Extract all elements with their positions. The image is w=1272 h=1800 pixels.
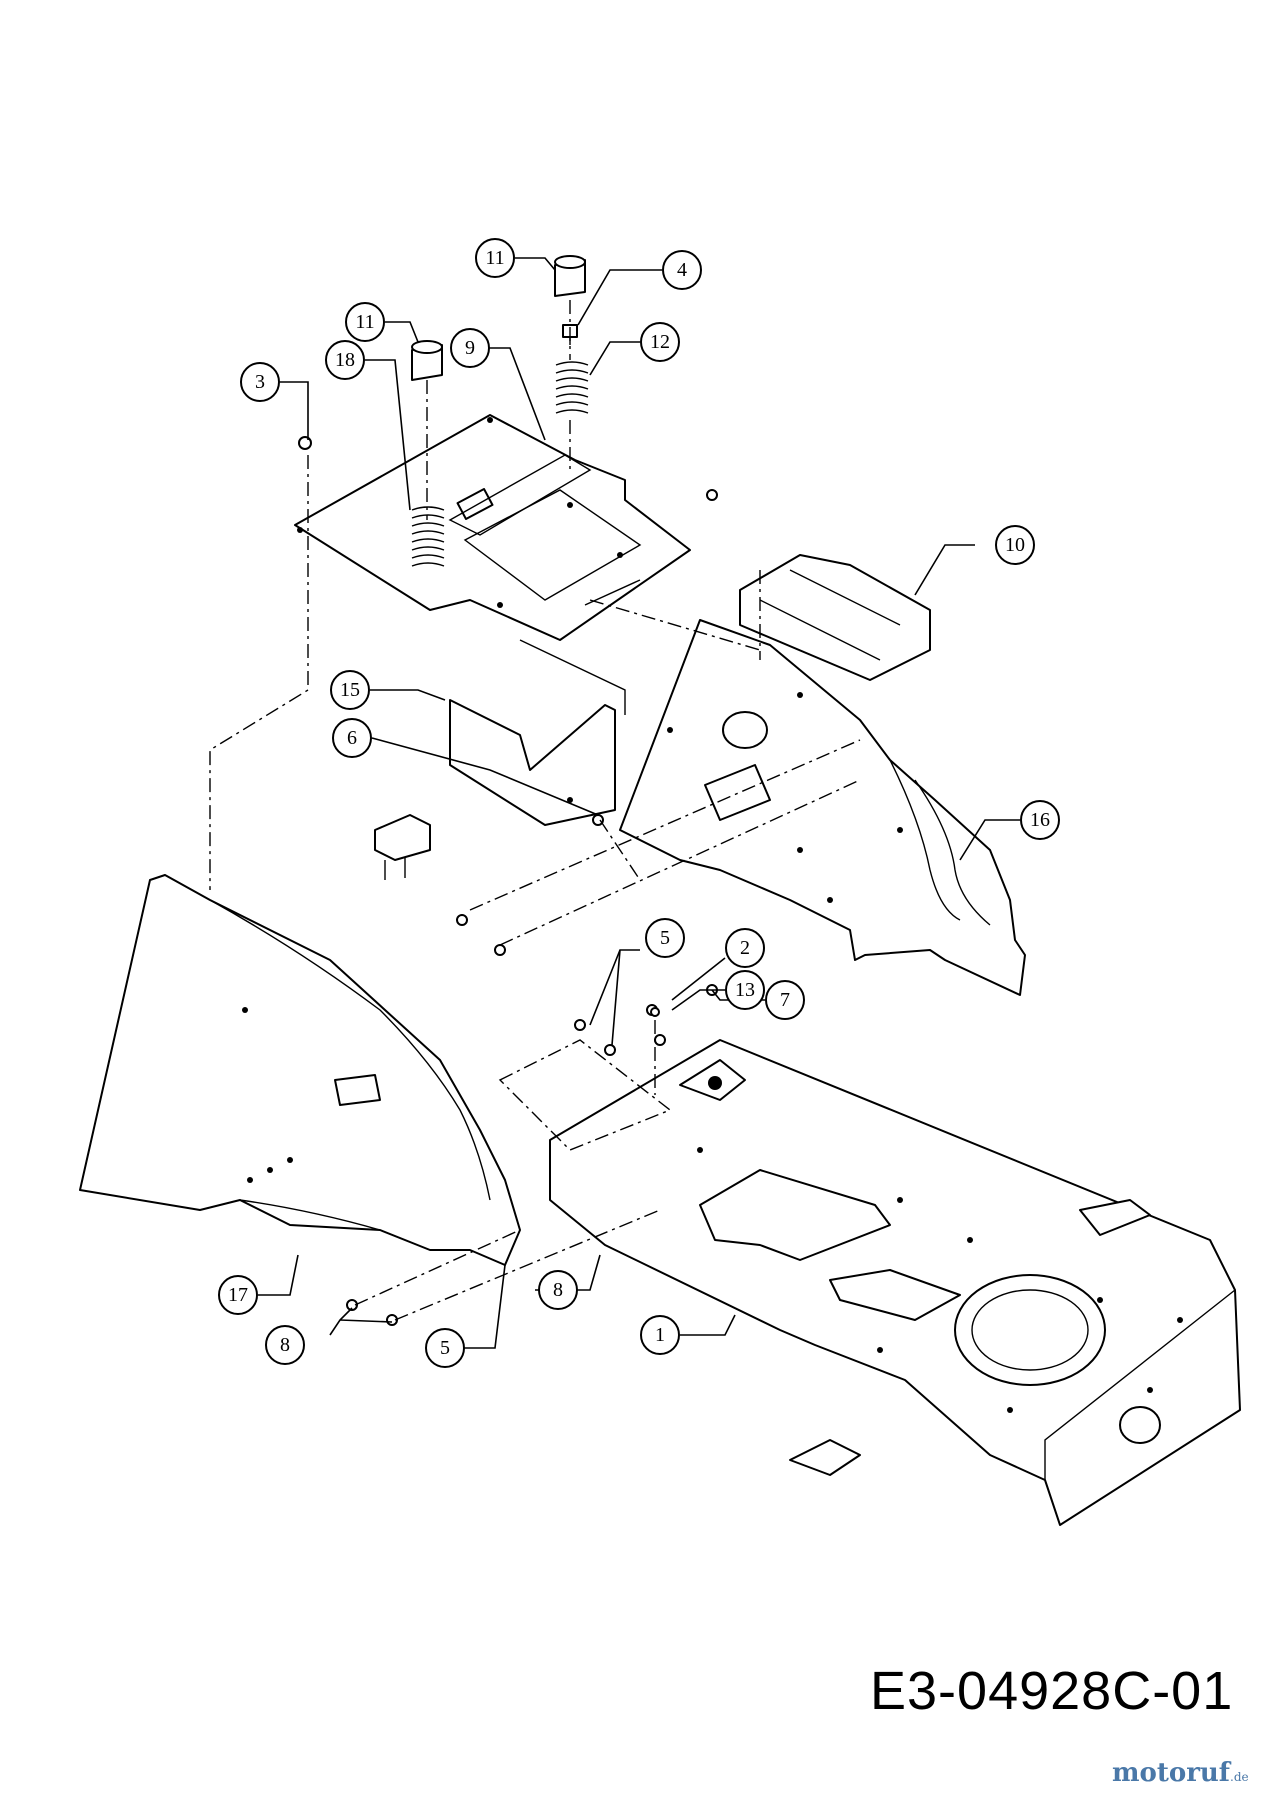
callout-label: 11 [485,247,504,269]
callout-10: 10 [995,525,1035,565]
leader-lines [258,257,1020,1349]
callout-18: 18 [325,340,365,380]
fender-panel-left [79,874,521,1266]
watermark-suffix: .de [1230,1770,1249,1784]
spring-right [555,361,589,414]
callout-label: 13 [735,979,755,1001]
battery-tray [449,639,626,826]
callout-label: 10 [1005,534,1025,556]
watermark-text: motoruf [1112,1758,1230,1788]
watermark-logo: motoruf.de [1112,1758,1249,1788]
spring-left [411,506,445,567]
callout-label: 18 [335,349,355,371]
callout-label: 1 [655,1324,665,1346]
callout-7: 7 [765,980,805,1020]
callout-label: 3 [255,371,265,393]
callout-label: 11 [355,311,374,333]
callout-2: 2 [725,928,765,968]
callout-8-right: 8 [538,1270,578,1310]
fender-panel-right [619,619,1026,996]
callouts: 1 2 3 4 5 5 6 7 8 8 9 10 11 11 12 13 15 … [218,238,1060,1368]
callout-label: 17 [228,1284,248,1306]
main-frame [549,1039,1241,1526]
callout-15: 15 [330,670,370,710]
callout-label: 5 [660,927,670,949]
callout-11-upper: 11 [475,238,515,278]
callout-label: 9 [465,337,475,359]
callout-label: 8 [280,1334,290,1356]
assembly-lines [209,300,861,1321]
callout-16: 16 [1020,800,1060,840]
callout-label: 4 [677,259,687,281]
callout-4: 4 [662,250,702,290]
callout-label: 8 [553,1279,563,1301]
callout-label: 5 [440,1337,450,1359]
battery [739,554,931,681]
callout-13: 13 [725,970,765,1010]
callout-9: 9 [450,328,490,368]
bumper-right [554,255,586,297]
drawing-number: E3-04928C-01 [870,1661,1234,1721]
seat-plate [294,414,691,641]
callout-12: 12 [640,322,680,362]
bumper-left [411,340,443,381]
callout-label: 6 [347,727,357,749]
callout-label: 7 [780,989,790,1011]
callout-5-lower: 5 [425,1328,465,1368]
callout-8-left: 8 [265,1325,305,1365]
callout-label: 2 [740,937,750,959]
callout-17: 17 [218,1275,258,1315]
callout-label: 16 [1030,809,1050,831]
callout-3: 3 [240,362,280,402]
callout-1: 1 [640,1315,680,1355]
callout-5-upper: 5 [645,918,685,958]
callout-6: 6 [332,718,372,758]
seat-switch [374,814,431,880]
callout-label: 12 [650,331,670,353]
callout-11-lower: 11 [345,302,385,342]
callout-label: 15 [340,679,360,701]
